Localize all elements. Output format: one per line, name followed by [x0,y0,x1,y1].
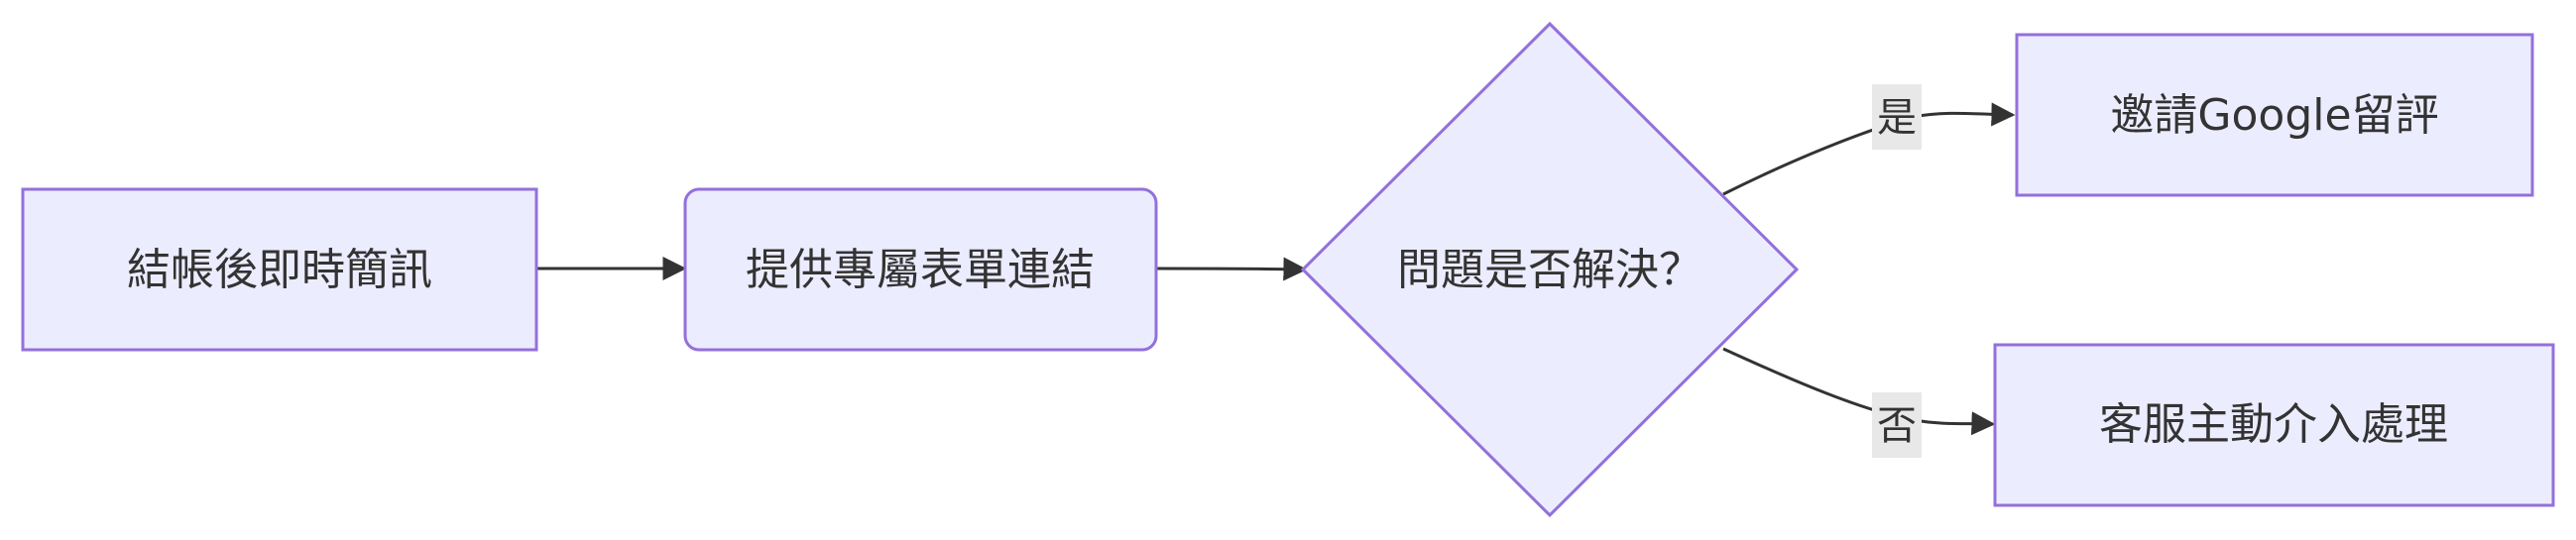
edge-decision-to-cs [1722,347,1996,436]
node-cs-intervene: 客服主動介入處理 [1993,343,2555,507]
svg-text:結帳後即時簡訊: 結帳後即時簡訊 [127,245,432,295]
node-checkout-sms: 結帳後即時簡訊 [21,187,538,352]
node-form-link: 提供專屬表單連結 [683,187,1158,352]
edge-label-yes: 是 [1872,84,1922,150]
svg-text:客服主動介入處理: 客服主動介入處理 [2099,399,2448,450]
svg-text:邀請Google留評: 邀請Google留評 [2110,90,2438,141]
node-google-review: 邀請Google留評 [2015,33,2534,197]
edge-decision-to-google [1722,102,2016,196]
svg-text:是: 是 [1877,95,1917,141]
edge-label-no: 否 [1872,392,1922,458]
edge-form-to-decision [1156,257,1308,281]
node-decision: 問題是否解決？ [1300,21,1800,518]
svg-text:提供專屬表單連結: 提供專屬表單連結 [746,245,1095,295]
svg-text:否: 否 [1877,403,1917,449]
svg-text:問題是否解決？: 問題是否解決？ [1397,245,1702,295]
